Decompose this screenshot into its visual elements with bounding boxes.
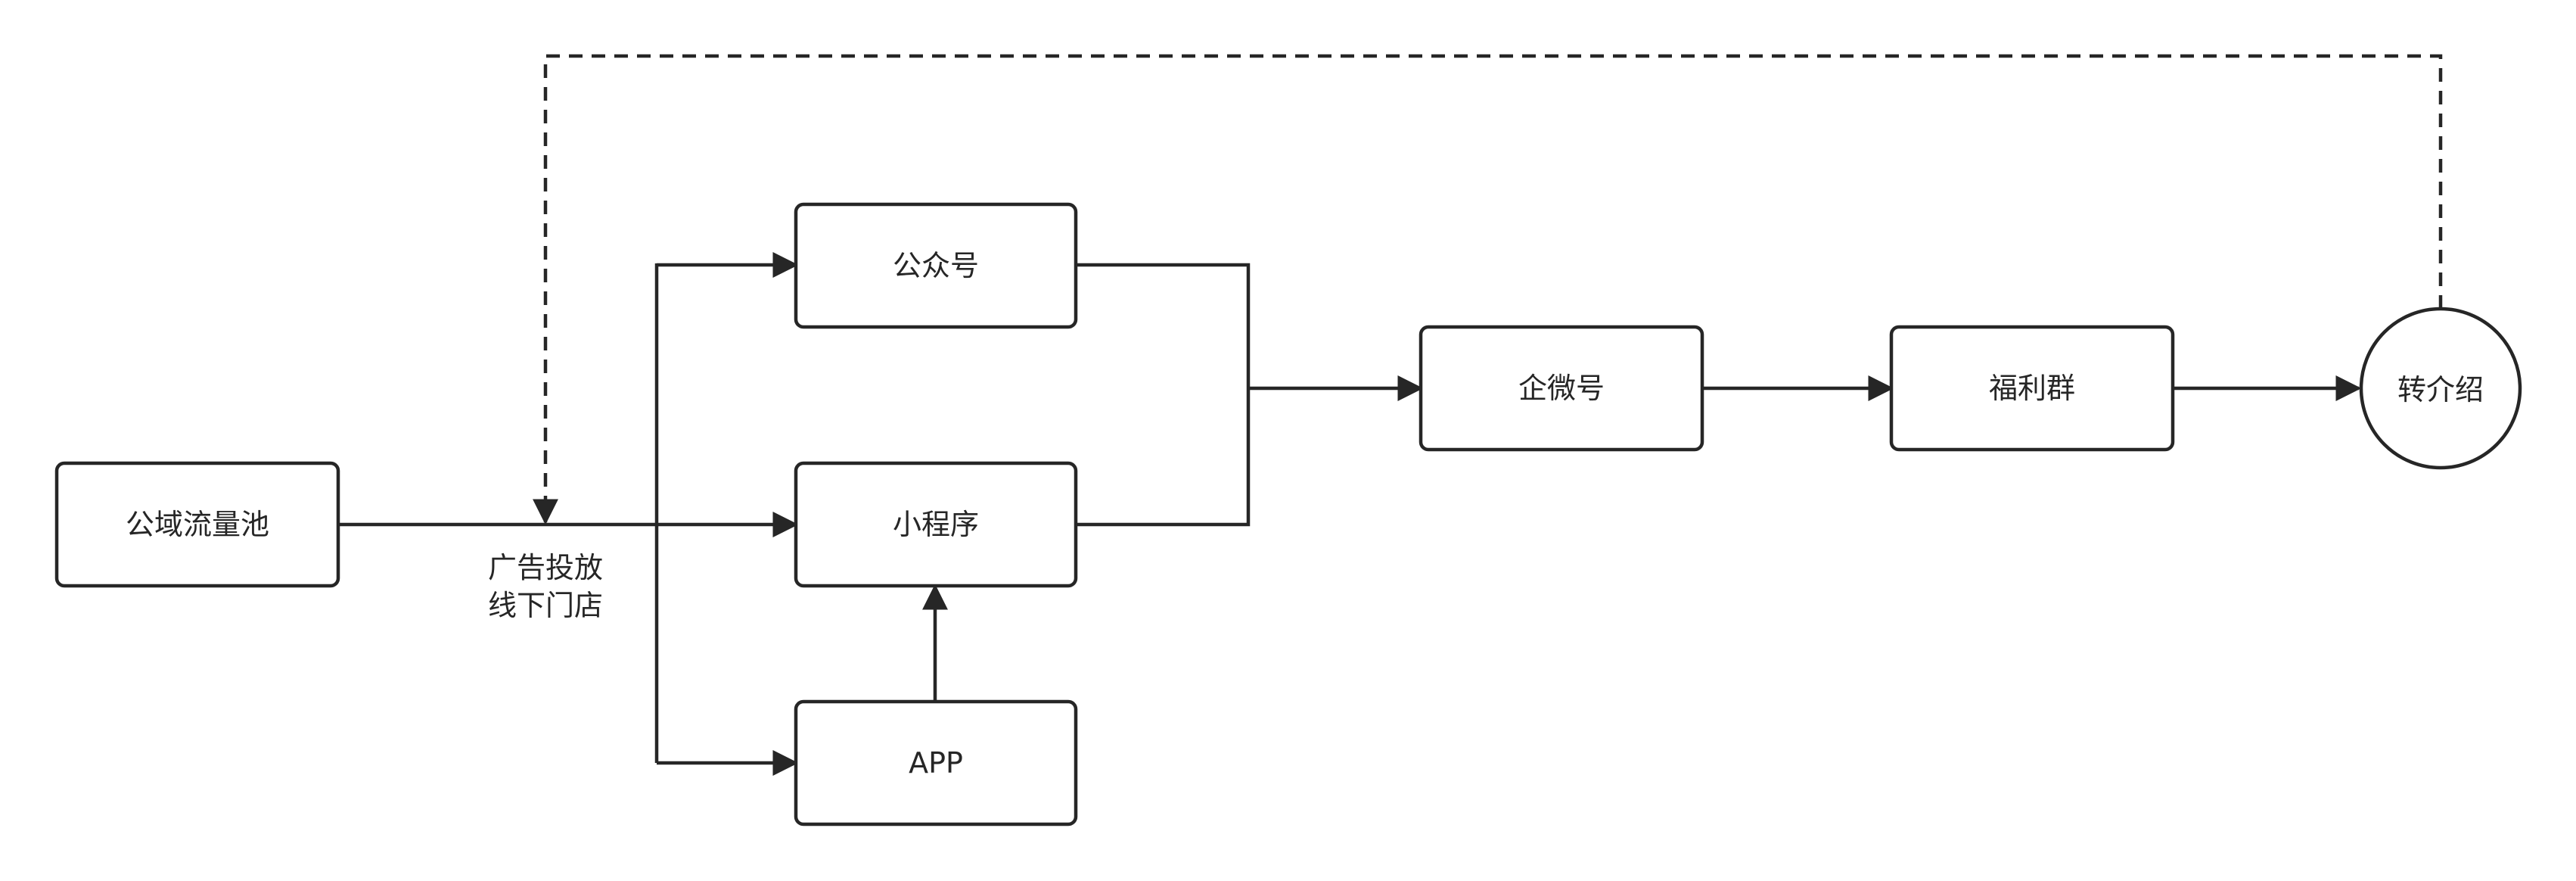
edge-label-ads: 广告投放 xyxy=(488,551,603,584)
node-label-app: APP xyxy=(909,746,963,780)
node-app: APP xyxy=(794,699,1078,827)
node-welfare-group: 福利群 xyxy=(1889,325,2175,452)
node-label-wecom-account: 企微号 xyxy=(1518,372,1605,405)
edge-official-account-to-merge xyxy=(1076,263,1251,527)
node-label-official-account: 公众号 xyxy=(893,249,979,282)
node-official-account: 公众号 xyxy=(794,202,1078,329)
edge-label-offline-store: 线下门店 xyxy=(488,589,603,622)
edge-referral-loop-dashed xyxy=(533,54,2443,525)
node-label-public-traffic-pool: 公域流量池 xyxy=(126,508,269,541)
node-label-mini-program: 小程序 xyxy=(893,508,979,541)
node-label-referral: 转介绍 xyxy=(2397,373,2484,406)
node-wecom-account: 企微号 xyxy=(1419,325,1704,452)
node-referral: 转介绍 xyxy=(2359,307,2522,470)
node-label-welfare-group: 福利群 xyxy=(1989,372,2075,405)
node-public-traffic-pool: 公域流量池 xyxy=(54,461,340,588)
node-mini-program: 小程序 xyxy=(794,461,1078,588)
